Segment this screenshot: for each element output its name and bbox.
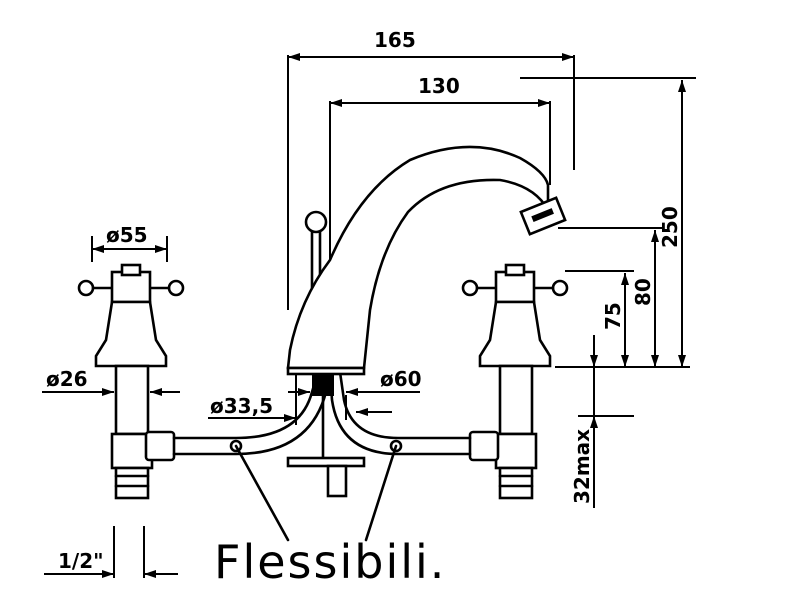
right-cross-handle bbox=[461, 263, 569, 500]
caption: Flessibili. bbox=[214, 535, 446, 589]
dim-shank-diameter: ø26 bbox=[46, 367, 88, 391]
spout-body bbox=[286, 145, 567, 498]
dim-75: 75 bbox=[601, 302, 625, 330]
dim-base-diameter: ø60 bbox=[380, 367, 422, 391]
dim-80: 80 bbox=[631, 278, 655, 306]
dim-130: 130 bbox=[418, 74, 460, 98]
dim-hose-diameter: ø33,5 bbox=[210, 394, 273, 418]
dim-165: 165 bbox=[374, 28, 416, 52]
dim-32max: 32max bbox=[570, 429, 594, 504]
left-cross-handle bbox=[77, 263, 185, 500]
dim-250: 250 bbox=[658, 206, 682, 248]
dimension-lines bbox=[42, 53, 696, 578]
dim-handle-diameter: ø55 bbox=[106, 223, 148, 247]
dim-thread: 1/2" bbox=[58, 549, 104, 573]
leader-lines bbox=[234, 444, 398, 542]
